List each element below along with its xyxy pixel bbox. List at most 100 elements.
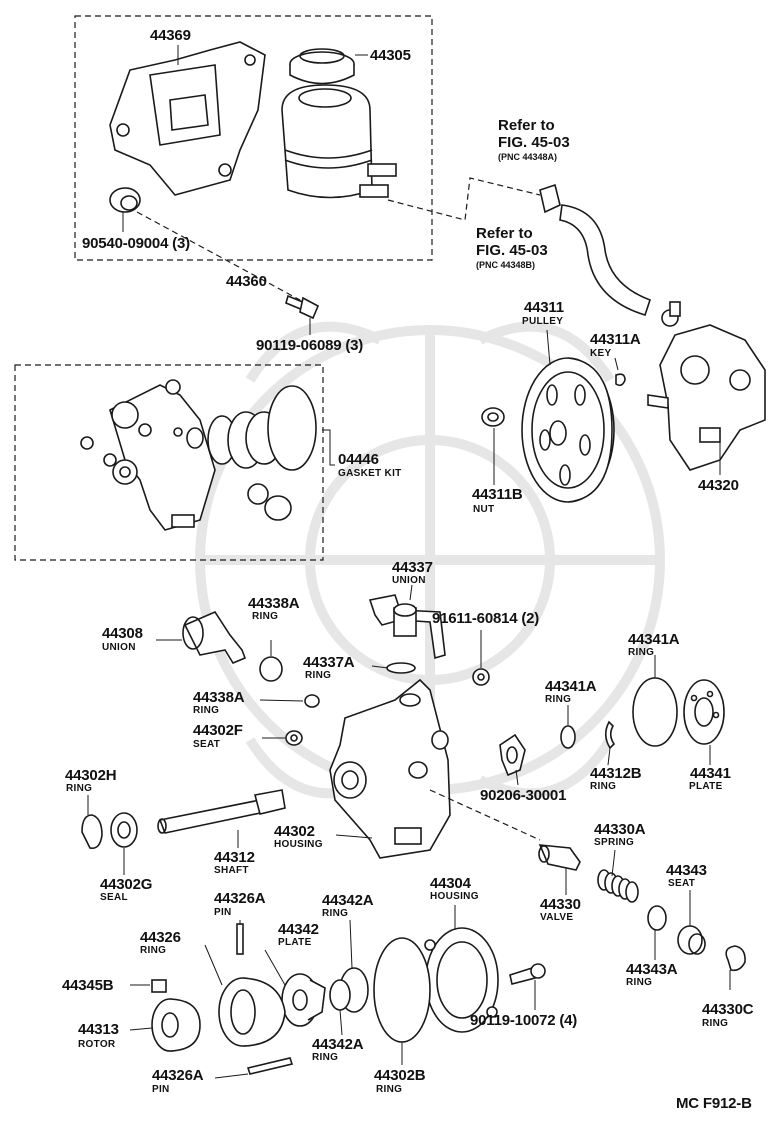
drive-shaft-part (157, 789, 286, 834)
label-reservoir-number: 44360 (226, 273, 267, 290)
label-cam-ring-desc: RING (140, 945, 167, 956)
gasket-kit-group-box (14, 364, 324, 561)
label-o-ring-upper-desc: RING (252, 611, 279, 622)
flow-valve-part (538, 844, 581, 871)
o-ring-upper-part (259, 656, 283, 682)
ring-shaft-part (81, 814, 103, 850)
bracket-part (109, 41, 266, 196)
label-ring-shaft-number: 44302H (65, 767, 117, 784)
rotor-part (151, 998, 201, 1052)
seat-small-part (285, 730, 303, 746)
label-o-ring-union-number: 44337A (303, 654, 355, 671)
retainer-part (499, 733, 526, 777)
label-o-ring-seat-desc: RING (626, 977, 653, 988)
label-o-ring-large-right-desc: RING (628, 647, 655, 658)
return-hose-part (539, 183, 681, 327)
reservoir-cap-part (289, 48, 355, 85)
bolt-part (285, 294, 320, 320)
label-oil-seal-number: 44302G (100, 876, 153, 893)
o-ring-large-right-part (632, 677, 678, 747)
label-o-ring-housing-desc: RING (376, 1084, 403, 1095)
pin-upper-part (236, 923, 244, 955)
vane-part (151, 979, 167, 993)
label-snap-ring-number: 44312B (590, 765, 642, 782)
label-union-side-desc: UNION (102, 642, 136, 653)
label-o-ring-plate-lower-number: 44342A (312, 1036, 364, 1053)
label-o-ring-large-right-number: 44341A (628, 631, 680, 648)
pump-housing-part (329, 678, 451, 859)
label-bracket-number: 44369 (150, 27, 191, 44)
label-bolt-number: 90119-06089 (3) (256, 337, 364, 354)
label-pump-housing-desc: HOUSING (274, 839, 323, 850)
label-o-ring-lower-number: 44338A (193, 689, 245, 706)
label-oil-seal-desc: SEAL (100, 892, 128, 903)
valve-seat-part (677, 925, 706, 955)
retaining-ring-part (725, 945, 746, 972)
label-reference-b-line2: FIG. 45-03 (476, 242, 548, 259)
key-part (615, 373, 626, 387)
label-end-plate-desc: PLATE (689, 781, 723, 792)
label-o-ring-housing-number: 44302B (374, 1067, 426, 1084)
housing-bolt-part (509, 963, 546, 985)
label-rotor-number: 44313 (78, 1021, 119, 1038)
label-rear-housing-number: 44304 (430, 875, 471, 892)
label-cam-ring-number: 44326 (140, 929, 181, 946)
label-reference-b-pnc: (PNC 44348B) (476, 260, 536, 270)
label-o-ring-small-right-desc: RING (545, 694, 572, 705)
label-flow-valve-number: 44330 (540, 896, 581, 913)
label-retaining-ring-number: 44330C (702, 1001, 754, 1018)
pump-assembly-part (647, 324, 766, 471)
label-seat-small-number: 44302F (193, 722, 243, 739)
label-pulley-desc: PULLEY (522, 316, 564, 327)
label-grommet-number: 90540-09004 (3) (82, 235, 190, 252)
label-nut-number: 44311B (472, 486, 523, 503)
o-ring-lower-part (304, 694, 320, 708)
label-gasket-kit-number: 04446 (338, 451, 379, 468)
reservoir-tank-part (281, 84, 397, 199)
nut-part (481, 407, 505, 427)
label-o-ring-plate-lower-desc: RING (312, 1052, 339, 1063)
label-reference-a-line1: Refer to (498, 117, 555, 134)
label-reservoir-cap-number: 44305 (370, 47, 411, 64)
o-ring-housing-part (373, 937, 431, 1043)
end-plate-part (683, 679, 725, 745)
label-snap-ring-desc: RING (590, 781, 617, 792)
label-union-side-number: 44308 (102, 625, 143, 642)
label-key-number: 44311A (590, 331, 641, 348)
o-ring-plate-lower-part (329, 979, 351, 1011)
label-reference-a-line2: FIG. 45-03 (498, 134, 570, 151)
label-pin-upper-number: 44326A (214, 890, 266, 907)
label-pump-housing-number: 44302 (274, 823, 315, 840)
pulley-part (521, 357, 615, 503)
union-side-part (182, 610, 247, 665)
label-retaining-ring-desc: RING (702, 1018, 729, 1029)
label-o-ring-lower-desc: RING (193, 705, 220, 716)
label-pulley-number: 44311 (524, 299, 564, 316)
leader-lines (87, 45, 731, 1079)
label-gasket-kit-desc: GASKET KIT (338, 468, 402, 479)
oil-seal-part (110, 812, 138, 848)
label-rear-housing-desc: HOUSING (430, 891, 479, 902)
label-union-upper-number: 44337 (392, 559, 433, 576)
label-seat-small-desc: SEAT (193, 739, 221, 750)
screw-part (472, 668, 490, 686)
snap-ring-part (604, 720, 616, 750)
grommet-part (109, 187, 141, 213)
label-vane-number: 44345B (62, 977, 114, 994)
o-ring-small-right-part (560, 725, 576, 749)
label-o-ring-union-desc: RING (305, 670, 332, 681)
label-pin-upper-desc: PIN (214, 907, 232, 918)
label-side-plate-number: 44342 (278, 921, 319, 938)
label-pin-lower-number: 44326A (152, 1067, 204, 1084)
label-o-ring-small-right-number: 44341A (545, 678, 597, 695)
label-flow-valve-desc: VALVE (540, 912, 574, 923)
label-union-upper-desc: UNION (392, 575, 426, 586)
gasket-kit-parts (80, 379, 317, 531)
o-ring-union-part (386, 662, 416, 674)
reservoir-group-box (74, 15, 433, 261)
label-ring-shaft-desc: RING (66, 783, 93, 794)
label-retainer-number: 90206-30001 (480, 787, 567, 804)
label-reference-b-line1: Refer to (476, 225, 533, 242)
label-key-desc: KEY (590, 348, 612, 359)
